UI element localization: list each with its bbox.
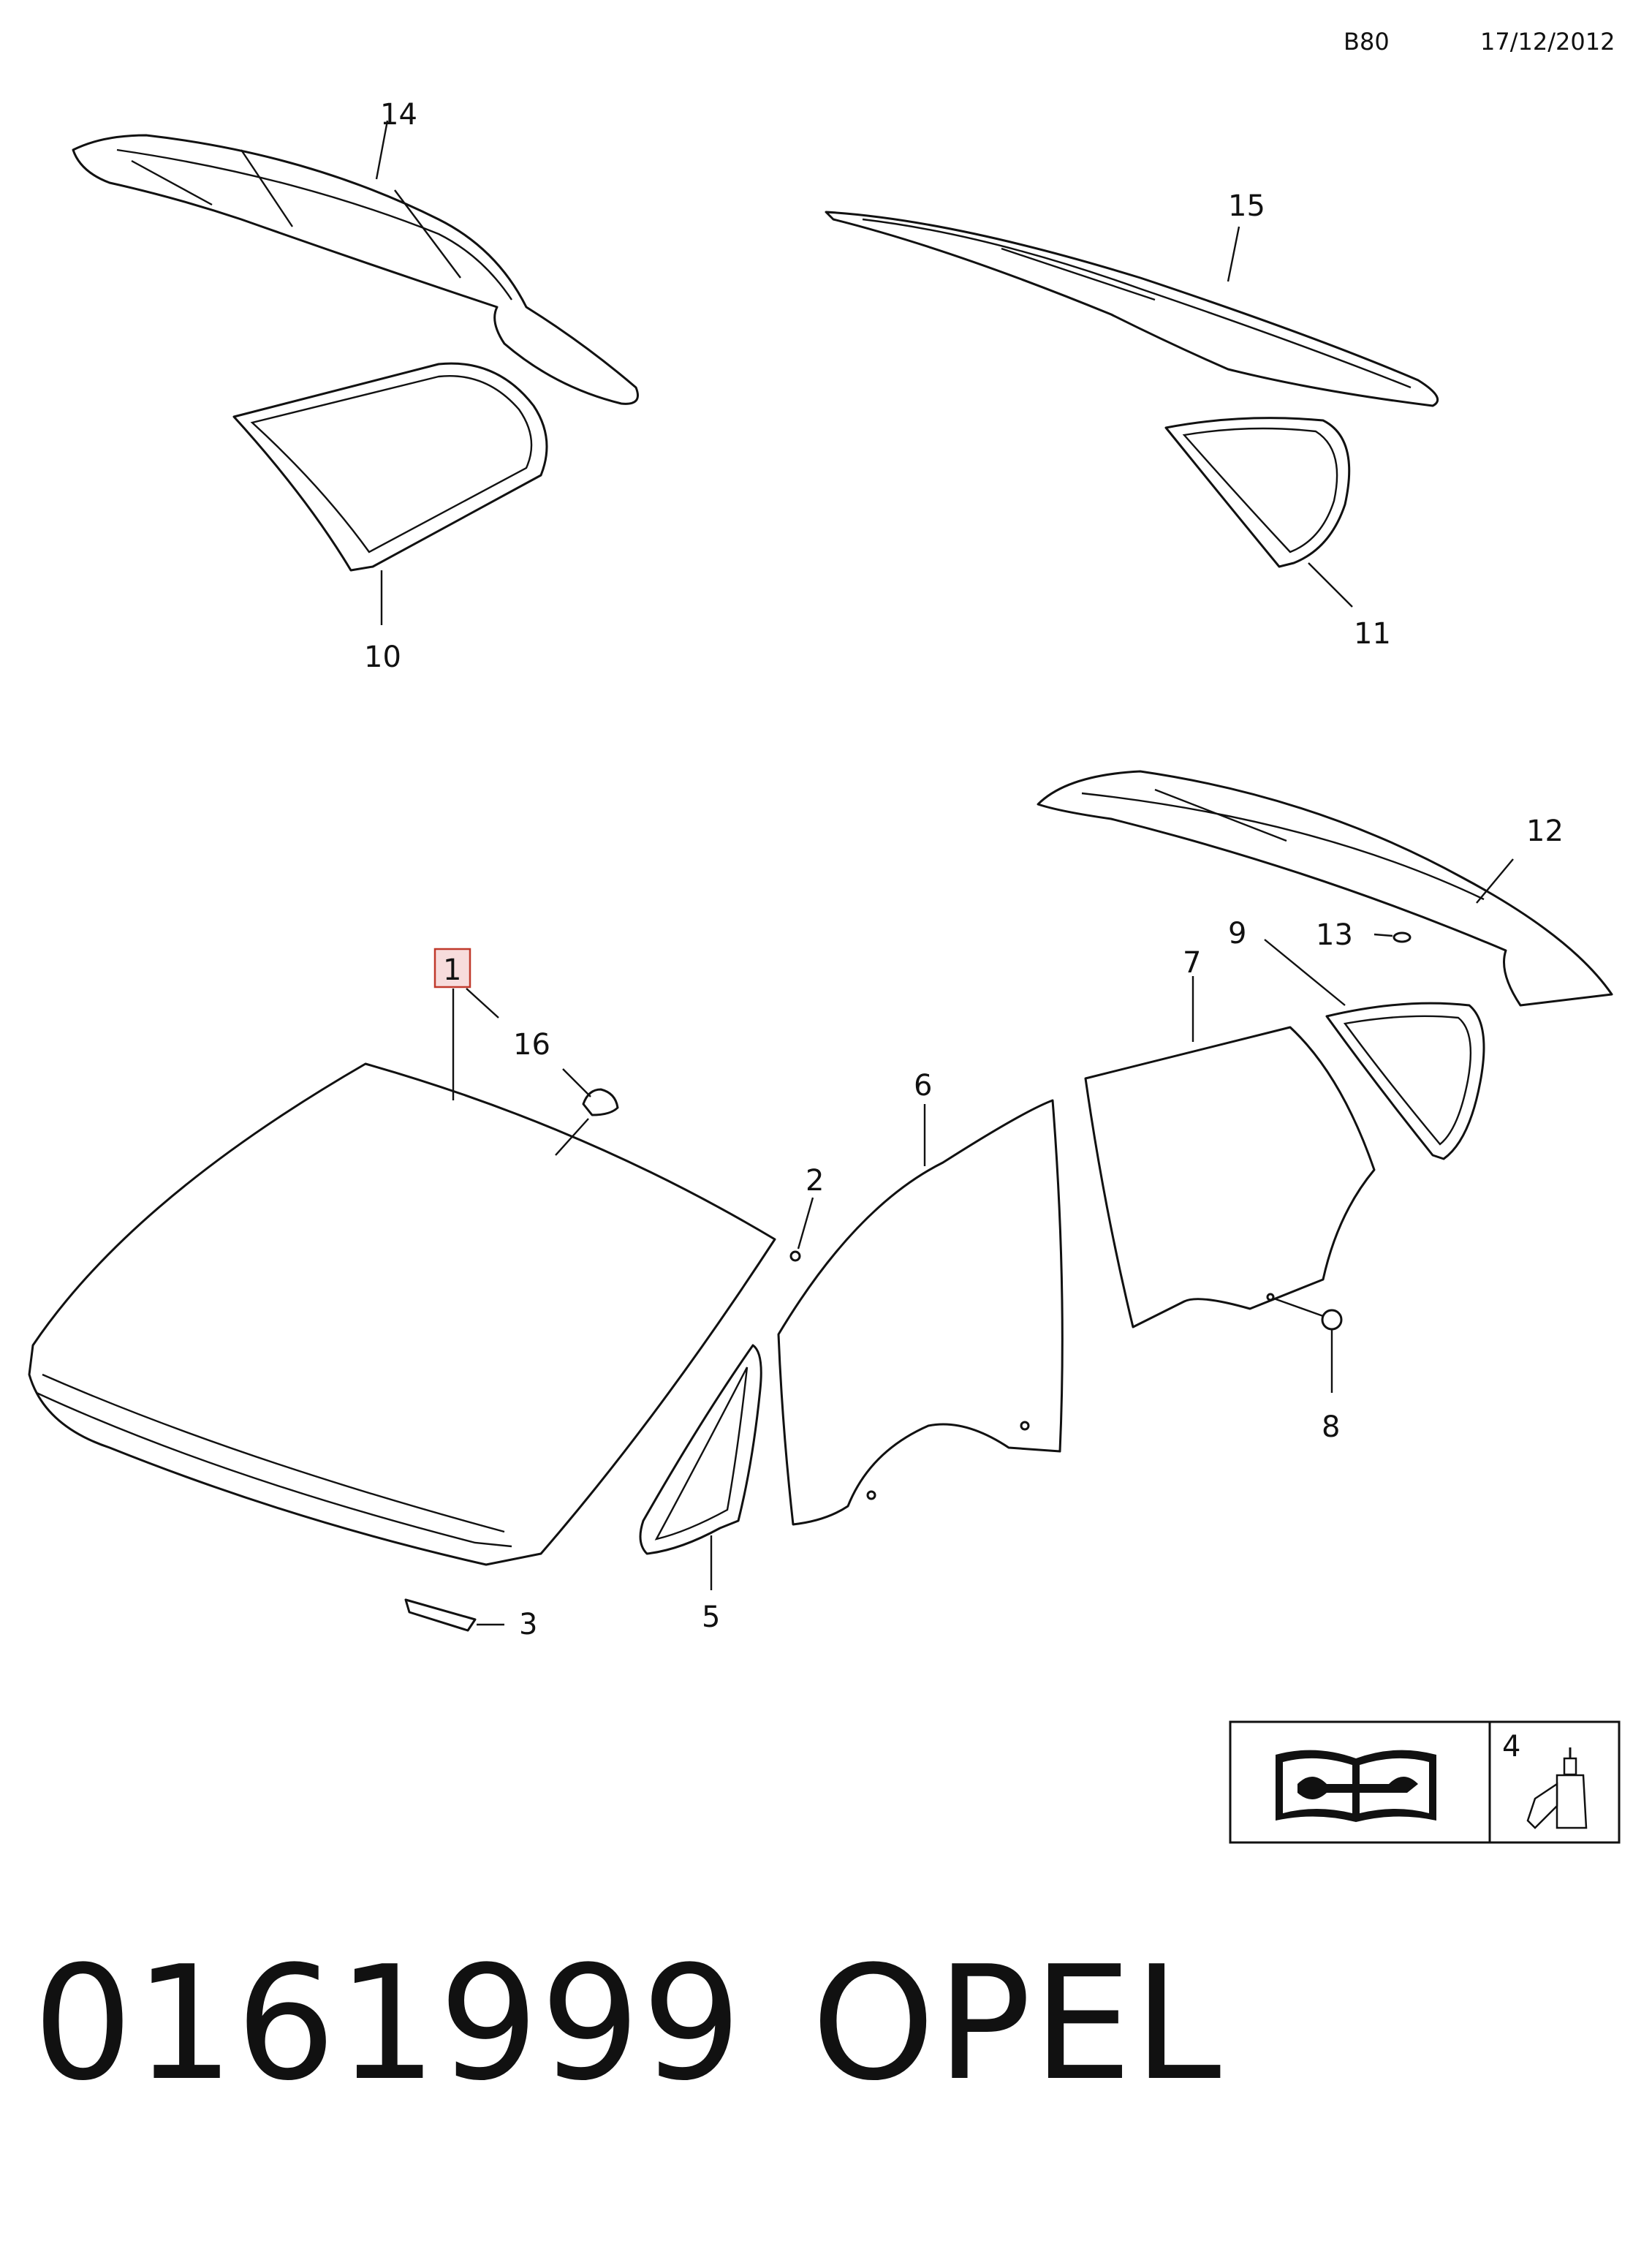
- leader-11: [1308, 562, 1353, 608]
- callout-2[interactable]: 2: [806, 1164, 824, 1198]
- callout-12[interactable]: 12: [1526, 814, 1564, 848]
- leader-15: [1227, 226, 1240, 282]
- leader-2: [797, 1197, 814, 1250]
- part-13-clip[interactable]: [1393, 931, 1412, 943]
- part-15-roof-glass[interactable]: [825, 211, 1439, 407]
- repair-manual-icon[interactable]: [1276, 1750, 1436, 1822]
- leader-9: [1264, 939, 1346, 1006]
- callout-16[interactable]: 16: [513, 1028, 550, 1062]
- diagram-code: B80: [1344, 28, 1390, 56]
- part-number: 0161999: [33, 1932, 743, 2115]
- callout-8[interactable]: 8: [1322, 1410, 1340, 1444]
- part-10-quarter-window[interactable]: [232, 362, 548, 572]
- part-12-rear-window[interactable]: [1037, 770, 1613, 1007]
- callout-13[interactable]: 13: [1316, 918, 1353, 952]
- callout-7[interactable]: 7: [1183, 946, 1201, 980]
- part-1-windscreen[interactable]: [28, 1062, 776, 1566]
- leader-14: [375, 120, 389, 180]
- leader-1-to-16: [466, 988, 499, 1018]
- leader-16-b: [555, 1118, 589, 1156]
- part-11-quarter-glass[interactable]: [1164, 417, 1351, 568]
- leader-12: [1476, 858, 1514, 904]
- callout-11[interactable]: 11: [1354, 617, 1391, 651]
- part-5-vent-seal[interactable]: [639, 1344, 762, 1555]
- legend-number-4: 4: [1502, 1730, 1520, 1764]
- callout-15[interactable]: 15: [1228, 189, 1265, 223]
- callout-14[interactable]: 14: [380, 98, 417, 132]
- callout-10[interactable]: 10: [364, 640, 401, 674]
- callout-3[interactable]: 3: [519, 1608, 537, 1641]
- part-8-fastener[interactable]: [1266, 1293, 1343, 1331]
- part-14-sunroof-glass[interactable]: [72, 134, 639, 405]
- part-6-front-door-glass[interactable]: [777, 1099, 1064, 1526]
- part-16-mirror-mount[interactable]: [582, 1088, 619, 1116]
- adhesive-bottle-icon[interactable]: [1526, 1747, 1588, 1829]
- callout-1-highlight: [433, 948, 471, 989]
- leader-16-a: [562, 1068, 591, 1097]
- brand-name: OPEL: [811, 1932, 1223, 2115]
- diagram-date: 17/12/2012: [1480, 28, 1615, 56]
- callout-9[interactable]: 9: [1228, 917, 1246, 950]
- callout-5[interactable]: 5: [702, 1600, 720, 1634]
- part-7-rear-door-glass[interactable]: [1084, 1026, 1376, 1328]
- leader-13: [1373, 933, 1393, 937]
- callout-6[interactable]: 6: [914, 1069, 932, 1103]
- part-9-rear-quarter-window[interactable]: [1325, 1002, 1485, 1160]
- callout-1[interactable]: 1: [443, 953, 461, 987]
- part-3-moulding[interactable]: [404, 1598, 477, 1632]
- part-2-clip[interactable]: [789, 1250, 801, 1262]
